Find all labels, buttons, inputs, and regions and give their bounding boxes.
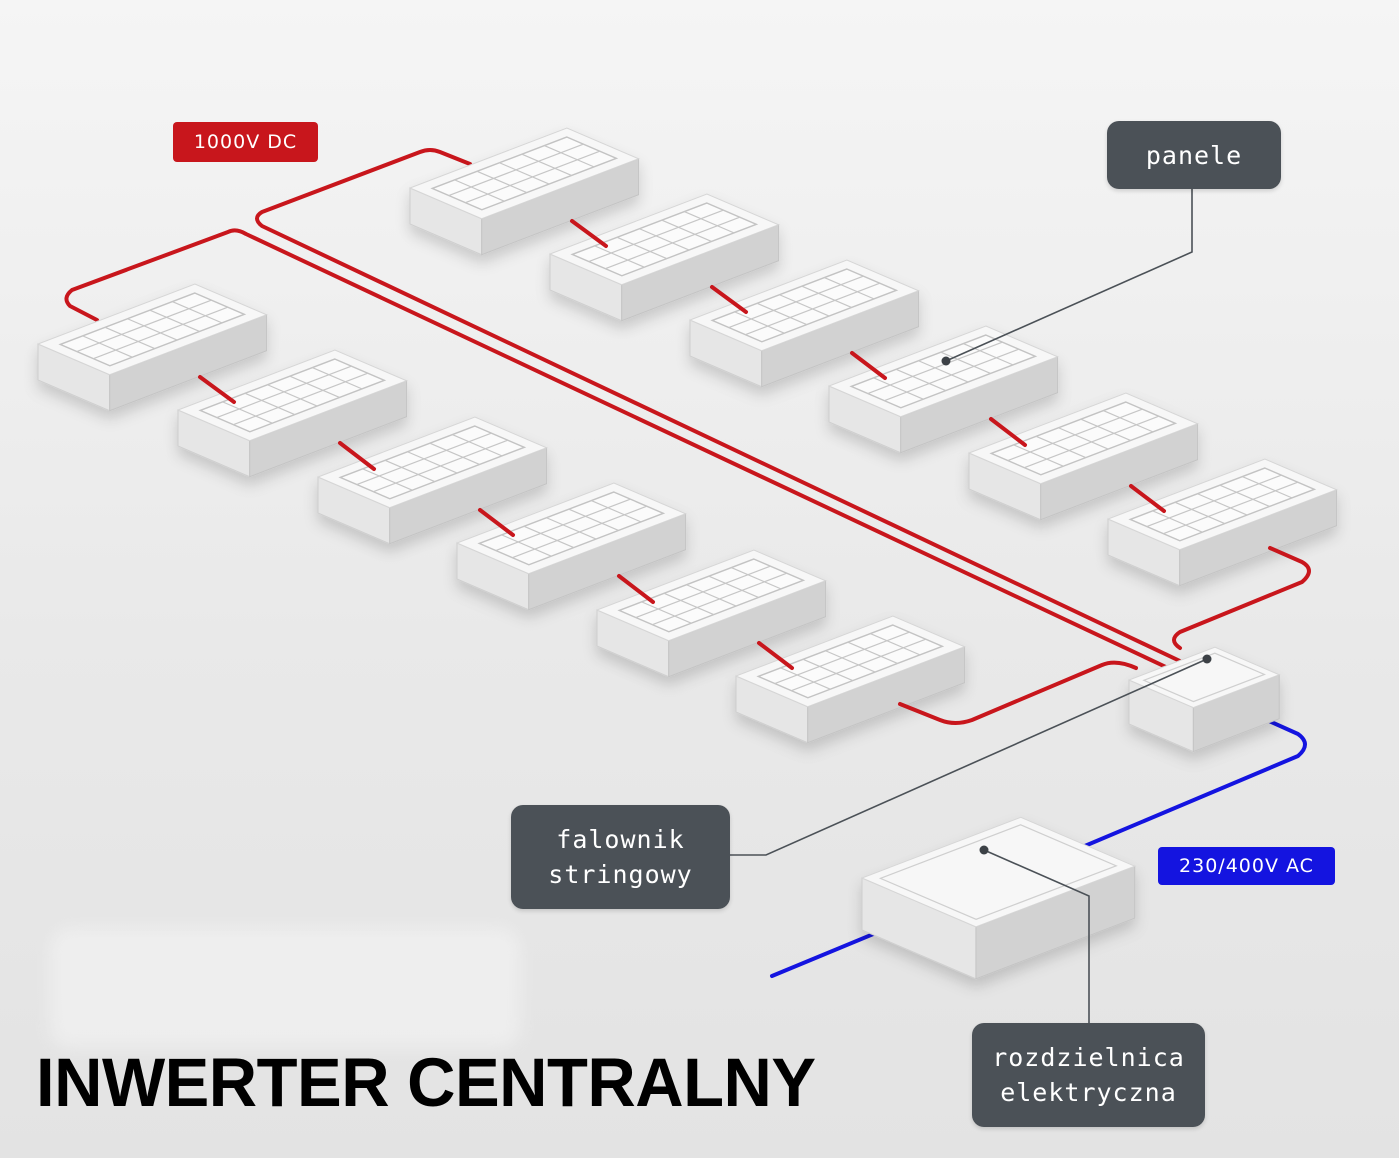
callout-leader-lines: [730, 189, 1212, 1023]
string-inverter-box: [1127, 646, 1281, 753]
solar-panel-back-4: [827, 325, 1059, 454]
panel-link-front-5: [757, 641, 794, 670]
panels-leader: [945, 189, 1193, 362]
inverter-callout-line-1: falownik: [556, 825, 685, 854]
solar-panel-back-5: [967, 392, 1199, 521]
panel-link-back-2: [710, 285, 748, 314]
solar-panel-front-4: [455, 482, 687, 611]
panels-callout: panele: [1107, 121, 1281, 189]
solar-panels: [36, 127, 1338, 744]
solar-panel-front-5: [595, 549, 827, 678]
switchboard-leader-dot: [979, 845, 989, 855]
panel-link-front-1: [198, 375, 236, 404]
dc-trunk-front-row: [64, 228, 1170, 670]
solar-panel-back-1: [408, 127, 640, 256]
panels-leader-dot: [941, 356, 951, 366]
dc-voltage-label: 1000V DC: [173, 122, 318, 162]
diagram-title: INWERTER CENTRALNY: [36, 1044, 816, 1121]
solar-panel-back-2: [548, 193, 780, 322]
equipment-boxes: [860, 646, 1281, 980]
panel-link-back-1: [570, 219, 608, 248]
switchboard-box: [860, 816, 1137, 980]
solar-panel-front-3: [316, 416, 548, 545]
switchboard-leader: [983, 849, 1090, 1023]
solar-panel-back-6: [1106, 458, 1338, 587]
solar-panel-front-1: [36, 283, 268, 412]
dc-return-front-row: [898, 660, 1138, 725]
inverter-callout-line-2: stringowy: [548, 860, 693, 889]
switchboard-callout: rozdzielnica elektryczna: [972, 1023, 1205, 1127]
panel-link-back-4: [989, 417, 1027, 447]
ac-voltage-label: 230/400V AC: [1158, 847, 1335, 885]
panel-link-back-3: [850, 351, 887, 380]
panels-callout-text: panele: [1145, 140, 1243, 170]
switchboard-callout-line-1: rozdzielnica: [992, 1043, 1185, 1072]
inverter-leader: [730, 658, 1208, 856]
title-background-patch: [50, 928, 520, 1048]
string-inverter-callout: falownik stringowy: [511, 805, 730, 909]
ac-wire-inverter-to-switchboard: [1078, 706, 1307, 850]
panel-link-back-5: [1129, 484, 1166, 513]
solar-panel-front-2: [176, 349, 408, 478]
dc-return-back-row: [1172, 546, 1311, 650]
inverter-leader-dot: [1202, 654, 1212, 664]
panel-link-front-2: [338, 441, 376, 471]
solar-panel-back-3: [688, 259, 920, 388]
dc-trunk-back-row: [255, 148, 1184, 664]
dc-wires: [64, 148, 1307, 850]
panel-link-front-3: [478, 508, 515, 537]
panel-link-front-4: [617, 574, 655, 604]
switchboard-callout-line-2: elektryczna: [1000, 1078, 1177, 1107]
solar-panel-front-6: [734, 615, 966, 744]
